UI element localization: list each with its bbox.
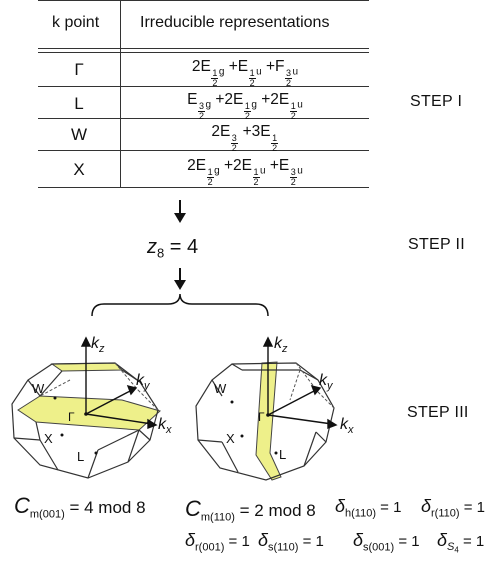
step-three-label: STEP III: [407, 404, 469, 421]
x-point: [60, 433, 64, 437]
row-rule: [38, 86, 369, 87]
w-label: W: [32, 381, 45, 396]
bz-hidden-edges: [39, 362, 159, 411]
invariant-delta-r110: δr(110) = 1: [421, 496, 485, 520]
invariant-delta-s4: δS4 = 1: [437, 530, 485, 555]
invariant-delta-s001: δs(001) = 1: [353, 530, 420, 554]
kx-label: kx: [158, 416, 172, 436]
z8-value: = 4: [169, 236, 199, 258]
ky-label: ky: [319, 372, 333, 392]
k-X: X: [73, 160, 85, 179]
kz-label: kz: [274, 335, 288, 355]
gamma-point: [266, 413, 270, 417]
brillouin-zones: [11, 336, 338, 481]
x-label: X: [226, 431, 235, 446]
x-point: [240, 434, 244, 438]
bz-outline: [11, 362, 159, 479]
w-point: [53, 396, 57, 400]
gamma-label: Γ: [68, 410, 75, 424]
k-L: L: [74, 94, 84, 113]
invariant-delta-r001: δr(001) = 1: [185, 530, 250, 554]
table-top-rule: [38, 0, 369, 1]
l-point: [94, 451, 98, 455]
l-label: L: [77, 449, 85, 464]
z8-subscript: 8: [157, 245, 165, 261]
arrow-down-icon: [174, 268, 186, 290]
axes: [80, 336, 158, 430]
brillouin-zone-right: [195, 336, 338, 481]
header-irreps: Irreducible representations: [140, 14, 330, 31]
invariant-c-m001: Cm(001) = 4 mod 8: [14, 493, 146, 521]
gamma-point: [84, 412, 88, 416]
brace-icon: [91, 293, 269, 317]
vertical-plane-highlight: [255, 361, 282, 481]
kz-label: kz: [91, 335, 105, 355]
column-divider: [120, 0, 121, 188]
gamma-label: Γ: [258, 410, 265, 424]
header-k-point: k point: [52, 14, 100, 31]
x-label: X: [44, 431, 53, 446]
ky-label: ky: [136, 372, 150, 392]
l-label: L: [279, 447, 287, 462]
table-bottom-rule: [38, 187, 369, 188]
kx-label: kx: [340, 416, 354, 436]
l-point: [274, 451, 278, 455]
irreps-table: k point Irreducible representations Γ L …: [38, 0, 369, 188]
invariant-c-m110: Cm(110) = 2 mod 8: [185, 496, 316, 524]
invariant-delta-s110: δs(110) = 1: [258, 530, 324, 554]
w-label: W: [214, 381, 227, 396]
row-rule: [38, 150, 369, 151]
w-point: [230, 400, 234, 404]
axes: [262, 336, 338, 430]
brillouin-zone-left: [11, 336, 162, 479]
invariant-delta-h110: δh(110) = 1: [335, 496, 402, 520]
header-rule-double: [38, 52, 369, 53]
step-two-label: STEP II: [408, 236, 465, 253]
row-rule: [38, 118, 369, 119]
step-one-label: STEP I: [410, 93, 463, 110]
bz-outline: [195, 362, 335, 481]
k-W: W: [70, 125, 88, 144]
header-rule: [38, 48, 369, 49]
z8-equation: z8 = 4: [147, 236, 198, 261]
z8-symbol: z: [147, 236, 157, 258]
k-gamma: Γ: [74, 60, 84, 79]
arrow-down-icon: [174, 200, 186, 223]
